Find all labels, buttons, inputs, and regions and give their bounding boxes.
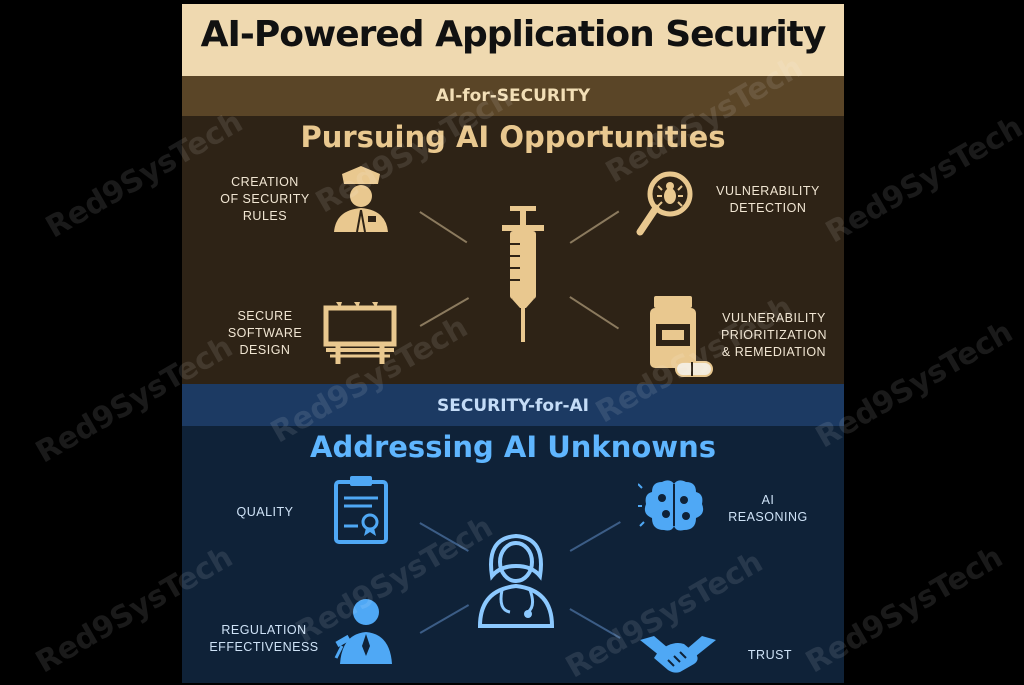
label-line: SECURE [237, 309, 293, 323]
label-line: AI [761, 493, 775, 507]
doctor-icon [477, 533, 555, 628]
label-line: REGULATION [221, 623, 307, 637]
ai-reasoning-label: AI REASONING [720, 492, 816, 526]
security-for-ai-band: SECURITY-for-AI [182, 384, 844, 426]
vulnerability-detection-label: VULNERABILITY DETECTION [712, 183, 824, 217]
label-line: PRIORITIZATION [720, 328, 828, 342]
quality-label: QUALITY [222, 504, 308, 521]
brain-icon [638, 480, 704, 531]
label-line: REASONING [728, 510, 808, 524]
trust-label: TRUST [732, 647, 808, 664]
page-title: AI-Powered Application Security [200, 14, 827, 55]
security-guard-icon [334, 166, 388, 233]
label-line: DETECTION [729, 201, 807, 215]
ai-for-security-label: AI-for-SECURITY [435, 86, 591, 106]
billboard-icon [323, 302, 397, 364]
label-line: CREATION [231, 175, 299, 189]
secure-software-design-label: SECURE SOFTWARE DESIGN [212, 308, 318, 359]
magnifier-bug-icon [636, 171, 693, 236]
title-bar: AI-Powered Application Security [182, 4, 844, 76]
label-line: OF SECURITY [220, 192, 310, 206]
medicine-bottle-icon [650, 296, 713, 377]
label-line: EFFECTIVENESS [209, 640, 319, 654]
regulation-effectiveness-label: REGULATION EFFECTIVENESS [206, 622, 322, 656]
pursuing-opportunities-heading: Pursuing AI Opportunities [300, 120, 726, 154]
vulnerability-prioritization-label: VULNERABILITY PRIORITIZATION & REMEDIATI… [712, 310, 836, 361]
infographic-panel: AI-Powered Application Security AI-for-S… [182, 4, 844, 683]
security-for-ai-label: SECURITY-for-AI [436, 396, 589, 416]
label-line: VULNERABILITY [722, 311, 826, 325]
creation-security-rules-label: CREATION OF SECURITY RULES [212, 174, 318, 225]
judge-person-icon [334, 599, 392, 664]
security-for-ai-section [182, 384, 844, 683]
label-line: RULES [242, 209, 288, 223]
ai-for-security-band: AI-for-SECURITY [182, 76, 844, 116]
label-line: & REMEDIATION [721, 345, 827, 359]
handshake-icon [640, 636, 716, 673]
watermark-text: Red9SysTech [820, 109, 1024, 251]
label-line: TRUST [747, 648, 793, 662]
label-line: QUALITY [236, 505, 294, 519]
label-line: DESIGN [239, 343, 291, 357]
syringe-icon [502, 206, 544, 342]
certificate-clipboard-icon [334, 476, 388, 544]
label-line: VULNERABILITY [716, 184, 820, 198]
label-line: SOFTWARE [227, 326, 303, 340]
addressing-unknowns-heading: Addressing AI Unknowns [310, 430, 716, 464]
